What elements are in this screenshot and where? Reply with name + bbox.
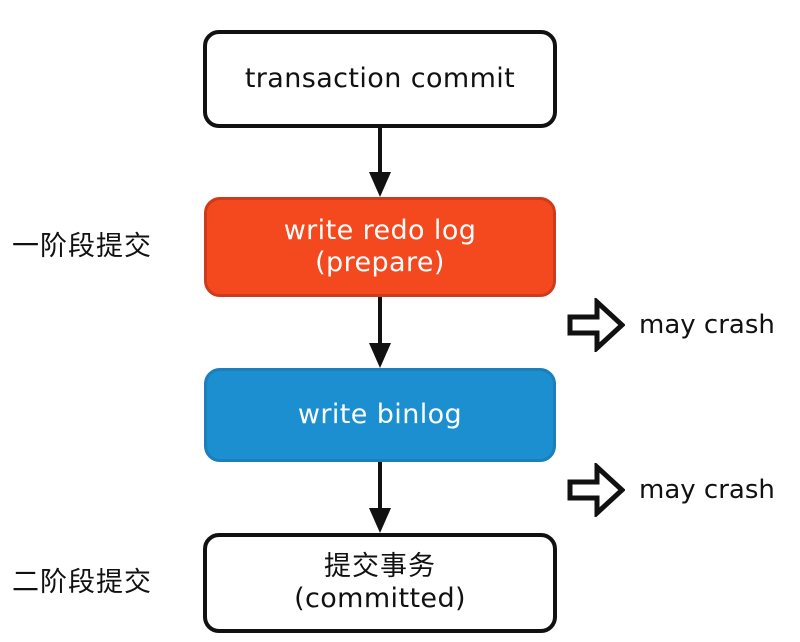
crash-note-after-redo-label: may crash xyxy=(639,310,775,340)
node-write-redo-log-line1: write redo log xyxy=(283,215,477,247)
node-write-redo-log-line2: (prepare) xyxy=(315,247,445,278)
node-transaction-commit[interactable]: transaction commit xyxy=(203,30,557,128)
arrow-redo-to-binlog xyxy=(367,297,393,369)
arrow-binlog-to-commit xyxy=(367,462,393,534)
node-commit-transaction[interactable]: 提交事务 (committed) xyxy=(203,533,557,633)
arrow-commit-to-redo xyxy=(367,128,393,198)
phase-label-two: 二阶段提交 xyxy=(12,567,152,598)
crash-note-after-redo: may crash xyxy=(567,298,775,352)
crash-note-after-binlog-label: may crash xyxy=(639,475,775,505)
node-transaction-commit-line1: transaction commit xyxy=(244,63,516,95)
node-write-binlog-line1: write binlog xyxy=(297,399,463,431)
block-arrow-right-icon xyxy=(567,463,625,517)
node-write-binlog[interactable]: write binlog xyxy=(204,368,556,462)
block-arrow-right-icon xyxy=(567,298,625,352)
phase-label-one: 一阶段提交 xyxy=(12,231,152,262)
node-commit-transaction-line2: (committed) xyxy=(294,583,466,614)
crash-note-after-binlog: may crash xyxy=(567,463,775,517)
node-write-redo-log[interactable]: write redo log (prepare) xyxy=(204,197,556,297)
node-commit-transaction-line1: 提交事务 xyxy=(324,551,436,583)
